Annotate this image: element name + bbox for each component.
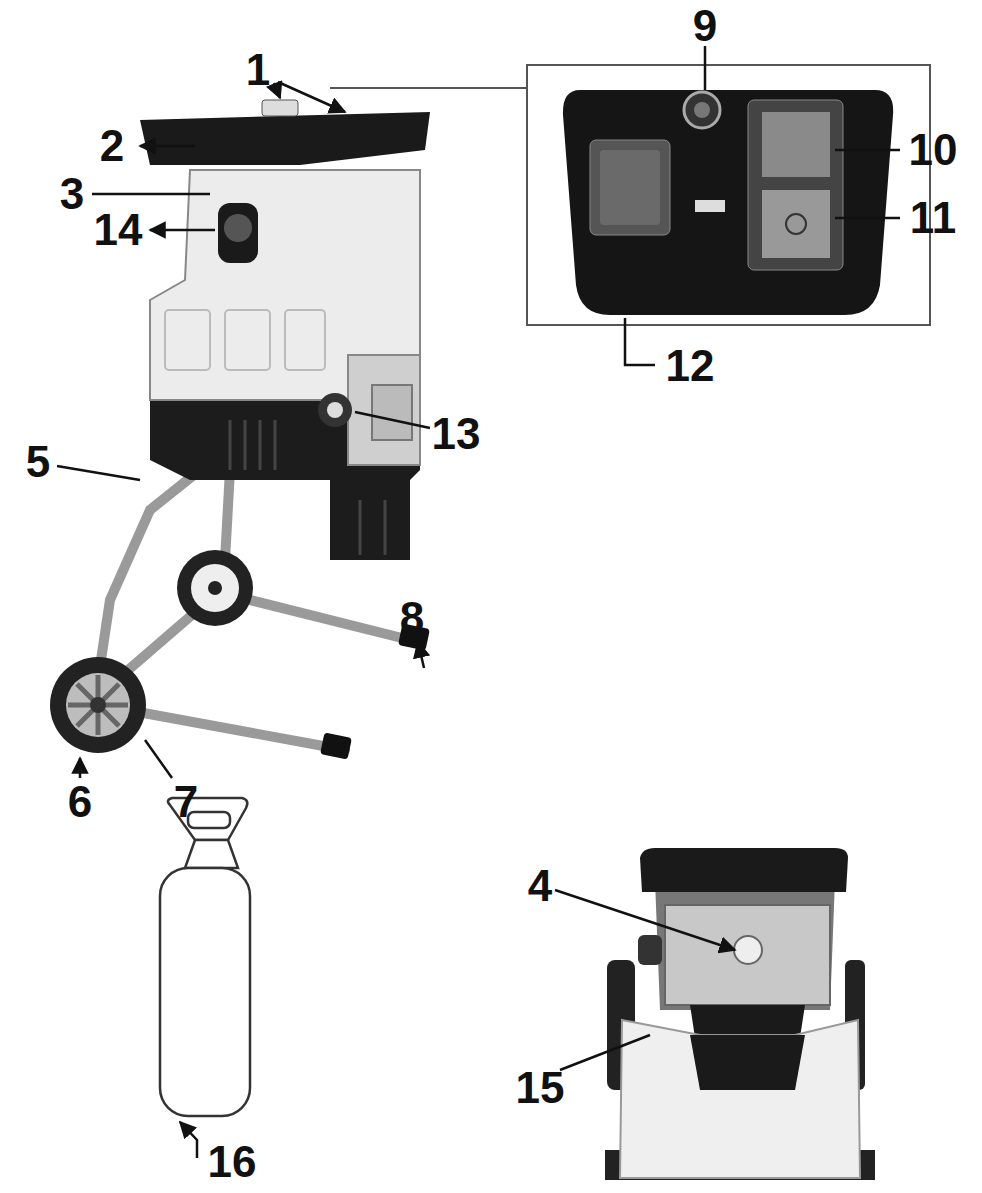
callout-number: 16	[208, 1140, 257, 1184]
callout-number: 4	[528, 864, 552, 908]
control-panel-inset	[330, 65, 930, 325]
callout-number: 14	[94, 208, 143, 252]
callout-number: 9	[693, 4, 717, 48]
callout-number: 5	[26, 440, 50, 484]
callout-number: 11	[910, 196, 957, 240]
callout-number: 2	[100, 124, 124, 168]
callout-number: 6	[68, 780, 92, 824]
callout-number: 15	[516, 1066, 565, 1110]
callout-number: 8	[400, 596, 424, 640]
callout-number: 10	[909, 128, 958, 172]
callout-number: 7	[174, 780, 198, 824]
collection-bag-drawing	[160, 798, 250, 1116]
shredder-rear-view	[605, 848, 875, 1180]
callout-number: 12	[666, 344, 715, 388]
shredder-front-view	[50, 100, 430, 760]
callout-number: 13	[432, 412, 481, 456]
leader-lines	[57, 46, 900, 1158]
callout-number: 1	[246, 48, 270, 92]
callout-number: 3	[60, 172, 84, 216]
